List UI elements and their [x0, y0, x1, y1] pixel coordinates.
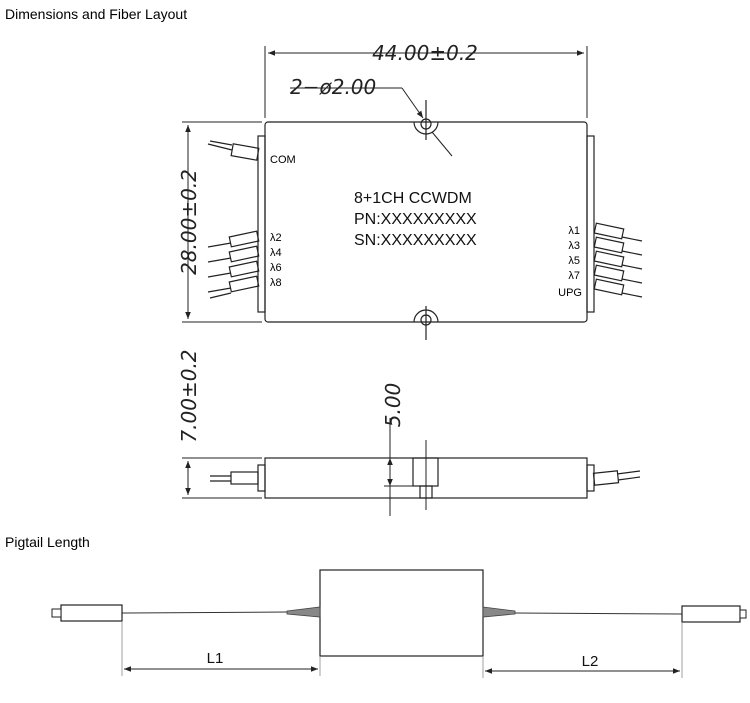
port-right-label: λ7	[568, 270, 580, 282]
port-right-label: UPG	[558, 287, 582, 299]
port-left-label: λ8	[270, 277, 282, 289]
port-right-label: λ5	[568, 255, 580, 267]
side-view	[182, 418, 641, 516]
port-left-label: λ6	[270, 262, 282, 274]
port-right-label: λ3	[568, 240, 580, 252]
top-view	[182, 46, 643, 340]
com-fiber	[207, 140, 260, 161]
port-left-label: λ4	[270, 247, 282, 259]
left-boot	[286, 606, 321, 618]
port-left-label: λ2	[270, 232, 282, 244]
mounting-hole-top	[413, 100, 439, 140]
right-flange	[586, 135, 595, 313]
right-boot	[482, 606, 516, 618]
hole-dimension: 2−ø2.00	[290, 75, 376, 99]
right-connector	[681, 605, 741, 623]
thickness-dimension: 7.00±0.2	[177, 349, 201, 442]
port-com-label: COM	[270, 154, 296, 166]
pigtail-diagram	[51, 569, 747, 678]
label-serial-number: SN:XXXXXXXXX	[354, 232, 477, 249]
left-connector	[60, 604, 123, 622]
right-fiber-bundle	[593, 222, 643, 298]
pigtail-length-l2: L2	[582, 653, 599, 670]
mounting-hole-bottom	[413, 306, 439, 340]
left-fiber-bundle	[207, 230, 260, 299]
width-dimension: 44.00±0.2	[372, 41, 478, 65]
hole-offset-dimension: 5.00	[381, 383, 405, 428]
pigtail-length-l1: L1	[207, 650, 224, 667]
port-right-label: λ1	[568, 225, 580, 237]
section-title-fiber-layout: Dimensions and Fiber Layout	[5, 6, 188, 22]
device-body-pigtail	[319, 569, 484, 657]
height-dimension: 28.00±0.2	[177, 169, 201, 275]
label-part-number: PN:XXXXXXXXX	[354, 211, 477, 228]
section-title-pigtail-length: Pigtail Length	[5, 534, 90, 550]
label-model: 8+1CH CCWDM	[354, 190, 472, 207]
left-flange	[257, 135, 266, 313]
